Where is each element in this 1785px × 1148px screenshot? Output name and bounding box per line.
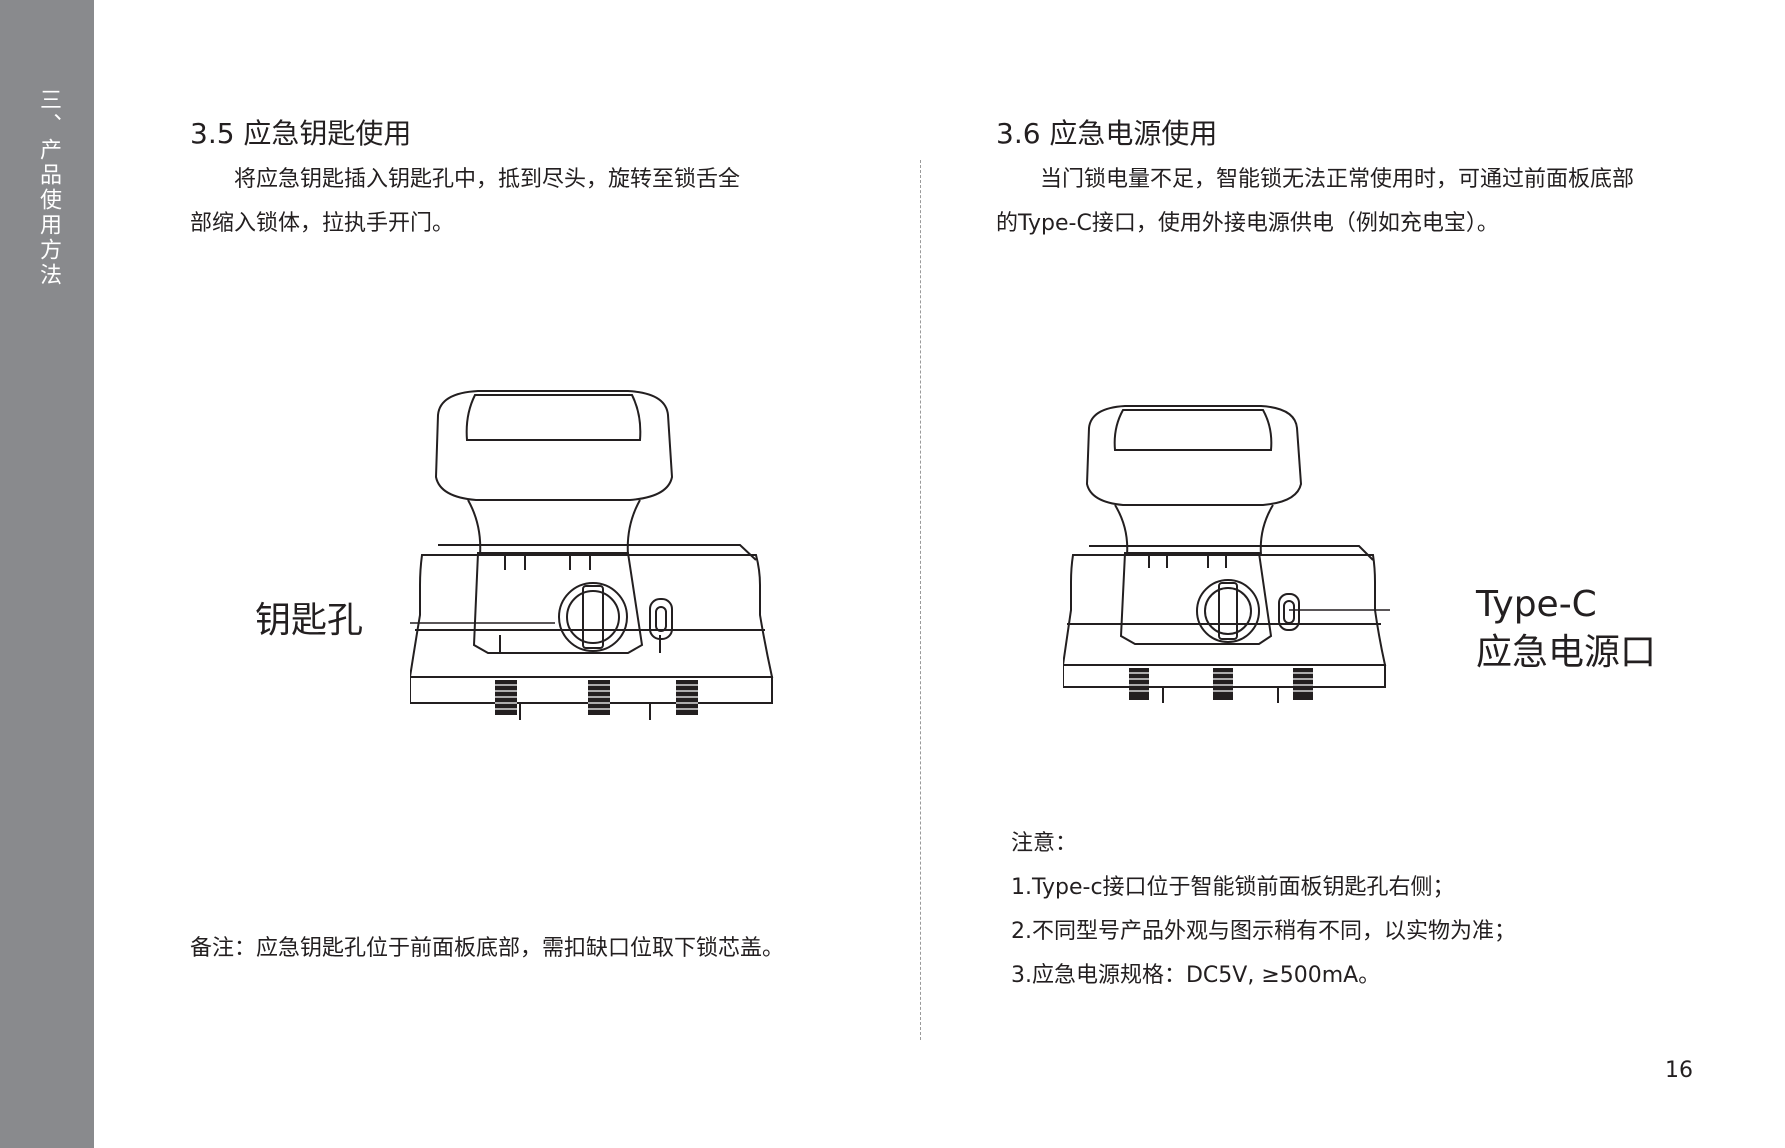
note-item: 3.应急电源规格：DC5V, ≥500mA。 — [1011, 963, 1381, 988]
paragraph-line: 将应急钥匙插入钥匙孔中，抵到尽头，旋转至锁舌全 — [234, 167, 741, 192]
paragraph-line: 当门锁电量不足，智能锁无法正常使用时，可通过前面板底部 — [1040, 167, 1635, 192]
paragraph-line: 的Type-C接口，使用外接电源供电（例如充电宝）。 — [996, 211, 1499, 236]
callout-keyhole: 钥匙孔 — [255, 600, 364, 641]
note-item: 1.Type-c接口位于智能锁前面板钥匙孔右侧； — [1011, 875, 1455, 900]
section-heading-emergency-key: 3.5 应急钥匙使用 — [190, 117, 412, 150]
sidebar: 三、产品使用方法 — [0, 0, 94, 1148]
column-divider — [920, 160, 921, 1040]
chapter-title: 三、产品使用方法 — [36, 88, 61, 288]
callout-typec-port: Type-C 应急电源口 — [1476, 581, 1656, 677]
callout-typec-line1: Type-C — [1476, 584, 1597, 625]
callout-typec-line2: 应急电源口 — [1476, 632, 1657, 673]
footnote-keyhole: 备注：应急钥匙孔位于前面板底部，需扣缺口位取下锁芯盖。 — [190, 936, 785, 961]
section-heading-emergency-power: 3.6 应急电源使用 — [996, 117, 1218, 150]
page-number: 16 — [1665, 1058, 1693, 1083]
note-item: 2.不同型号产品外观与图示稍有不同，以实物为准； — [1011, 919, 1516, 944]
section-paragraph-emergency-power: 当门锁电量不足，智能锁无法正常使用时，可通过前面板底部 的Type-C接口，使用… — [996, 158, 1634, 246]
paragraph-line: 部缩入锁体，拉执手开门。 — [190, 211, 455, 236]
lock-illustration-typec — [1063, 405, 1390, 703]
lock-illustration-key — [410, 390, 774, 720]
notes-block: 注意： 1.Type-c接口位于智能锁前面板钥匙孔右侧； 2.不同型号产品外观与… — [1011, 822, 1516, 998]
notes-title: 注意： — [1011, 831, 1078, 856]
section-paragraph-emergency-key: 将应急钥匙插入钥匙孔中，抵到尽头，旋转至锁舌全 部缩入锁体，拉执手开门。 — [190, 158, 740, 246]
